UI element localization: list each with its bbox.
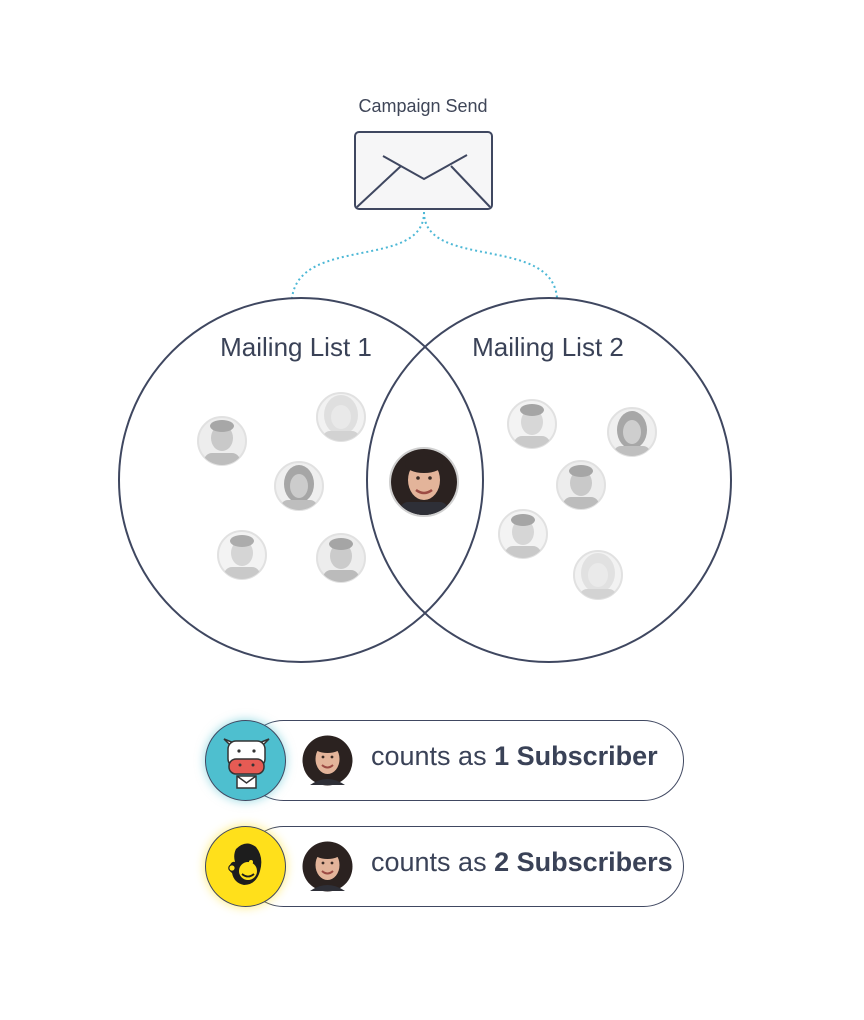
mailing-list-1-circle [118, 297, 484, 663]
connector-list-2 [423, 211, 558, 299]
subscriber-avatar [507, 399, 557, 449]
count-prefix: counts as [371, 741, 487, 771]
subscriber-avatar [573, 550, 623, 600]
count-prefix: counts as [371, 847, 487, 877]
subscriber-avatar [607, 407, 657, 457]
venn-diagram [118, 131, 732, 663]
subscriber-avatar [302, 841, 353, 892]
count-value: 2 Subscribers [494, 847, 673, 877]
subscriber-avatar [316, 392, 366, 442]
subscriber-count-text: counts as 1 Subscriber [371, 741, 658, 772]
campaign-send-label: Campaign Send [358, 96, 488, 116]
comparison-row-convertkit: counts as 1 Subscriber [205, 720, 684, 801]
subscriber-avatar [274, 461, 324, 511]
cow-mascot-icon [205, 720, 286, 801]
chimp-mascot-icon [205, 826, 286, 907]
subscriber-avatar [556, 460, 606, 510]
subscriber-avatar [498, 509, 548, 559]
subscriber-avatar [217, 530, 267, 580]
envelope-icon [354, 131, 493, 210]
subscriber-count-text: counts as 2 Subscribers [371, 847, 673, 878]
subscriber-avatar [316, 533, 366, 583]
comparison-row-mailchimp: counts as 2 Subscribers [205, 826, 684, 907]
connector-list-1 [291, 211, 425, 299]
count-value: 1 Subscriber [494, 741, 658, 771]
mailing-list-2-circle [366, 297, 732, 663]
mailing-list-1-label: Mailing List 1 [220, 332, 372, 362]
subscriber-avatar [197, 416, 247, 466]
subscriber-avatar [302, 735, 353, 786]
shared-subscriber-avatar [389, 447, 459, 517]
mailing-list-2-label: Mailing List 2 [472, 332, 624, 362]
